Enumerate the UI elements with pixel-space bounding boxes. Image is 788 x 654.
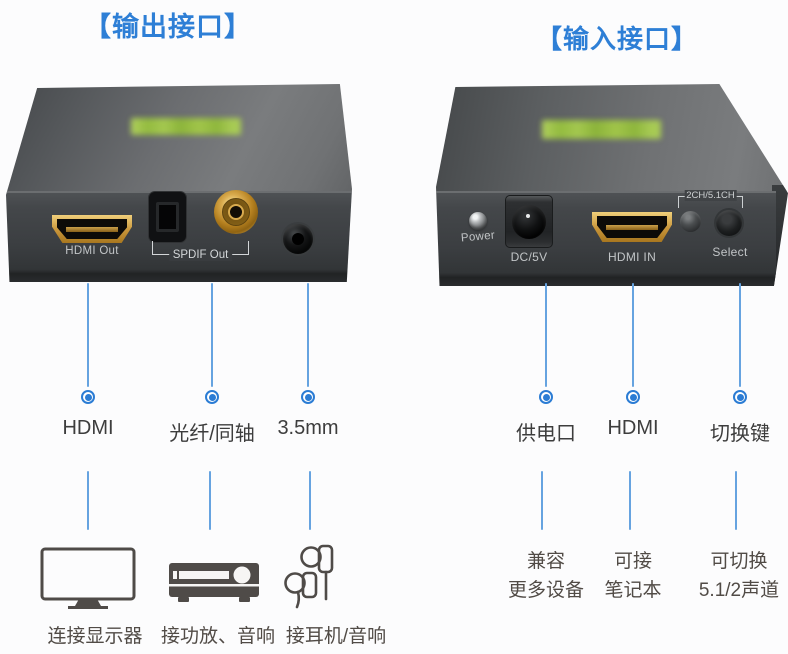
audio-35mm-jack: [283, 224, 313, 254]
select-button: [716, 210, 742, 236]
device-edge-highlight: [436, 191, 776, 194]
callout-dot: [626, 390, 640, 404]
caption-channel-switch: 可切换 5.1/2声道: [683, 547, 788, 605]
callout-label-hdmi-out: HDMI: [62, 417, 114, 439]
toslink-optical-port: [148, 191, 187, 243]
dc-power-jack-hole: [512, 204, 546, 239]
caption-connect-display: 连接显示器: [47, 626, 143, 647]
monitor-icon: [40, 547, 136, 611]
toslink-optical-port-inner: [156, 202, 179, 232]
dc-power-jack: [505, 195, 553, 248]
callout-line: [632, 283, 634, 387]
callout-label-hdmi-in: HDMI: [607, 417, 659, 439]
hdmi-out-port: [52, 215, 132, 243]
hdmi-in-port-tongue: [606, 224, 658, 230]
rca-coaxial-hole: [228, 204, 244, 220]
callout-line: [211, 283, 213, 387]
input-section-title: 【输入接口】: [536, 24, 699, 54]
callout-line: [309, 471, 311, 530]
caption-line: 笔记本: [604, 580, 662, 601]
select-button-label: Select: [712, 245, 748, 259]
caption-connect-earphones: 接耳机/音响: [285, 626, 387, 647]
hdmi-out-port-tongue: [66, 226, 118, 232]
callout-label-power-port: 供电口: [516, 423, 576, 445]
callout-label-35mm: 3.5mm: [277, 417, 339, 439]
spdif-bracket-label: SPDIF Out: [168, 249, 233, 261]
callout-line: [541, 471, 543, 530]
caption-power-compatibility: 兼容 更多设备: [496, 547, 596, 605]
channel-mode-bracket-label: 2CH/5.1CH: [684, 190, 737, 201]
callout-dot: [205, 390, 219, 404]
earphones-icon: [283, 541, 345, 613]
caption-line: 更多设备: [507, 580, 584, 601]
callout-label-select-key: 切换键: [710, 423, 770, 445]
callout-line: [545, 283, 547, 387]
output-device-photo: HDMI Out SPDIF Out: [6, 84, 352, 282]
callout-label-optical-coax: 光纤/同轴: [169, 423, 255, 445]
audio-35mm-jack-hole: [292, 233, 304, 245]
callout-dot: [81, 390, 95, 404]
rca-coaxial-port: [214, 190, 258, 234]
dc-jack-pin-highlight: [525, 214, 530, 219]
hdmi-in-port: [592, 212, 672, 242]
green-label-sticker: [541, 120, 662, 139]
callout-line: [629, 471, 631, 530]
caption-laptop-support: 可接 笔记本: [581, 547, 685, 605]
hdmi-in-port-label: HDMI IN: [607, 250, 657, 264]
channel-mode-bracket: 2CH/5.1CH: [678, 190, 743, 208]
callout-dot: [301, 390, 315, 404]
callout-line: [87, 471, 89, 530]
spdif-bracket: SPDIF Out: [152, 241, 249, 261]
amplifier-icon: [168, 560, 260, 606]
caption-line: 5.1/2声道: [698, 580, 780, 601]
callout-line: [735, 471, 737, 530]
callout-line: [739, 283, 741, 387]
caption-line: 可切换: [710, 551, 768, 572]
power-led: [469, 212, 487, 230]
callout-dot: [733, 390, 747, 404]
caption-connect-amplifier: 接功放、音响: [160, 626, 275, 647]
caption-line: 可接: [613, 551, 652, 572]
dc-jack-label: DC/5V: [510, 250, 548, 264]
green-label-sticker: [130, 117, 242, 136]
device-top-face: [6, 84, 352, 191]
callout-dot: [539, 390, 553, 404]
channel-mode-led: [680, 211, 701, 232]
callout-line: [307, 283, 309, 387]
hdmi-out-port-label: HDMI Out: [65, 245, 119, 257]
output-section-title: 【输出接口】: [84, 12, 252, 42]
caption-line: 兼容: [526, 551, 565, 572]
input-device-photo: Power DC/5V HDMI IN 2CH/5.1CH Select: [436, 84, 788, 286]
callout-line: [209, 471, 211, 530]
callout-line: [87, 283, 89, 387]
